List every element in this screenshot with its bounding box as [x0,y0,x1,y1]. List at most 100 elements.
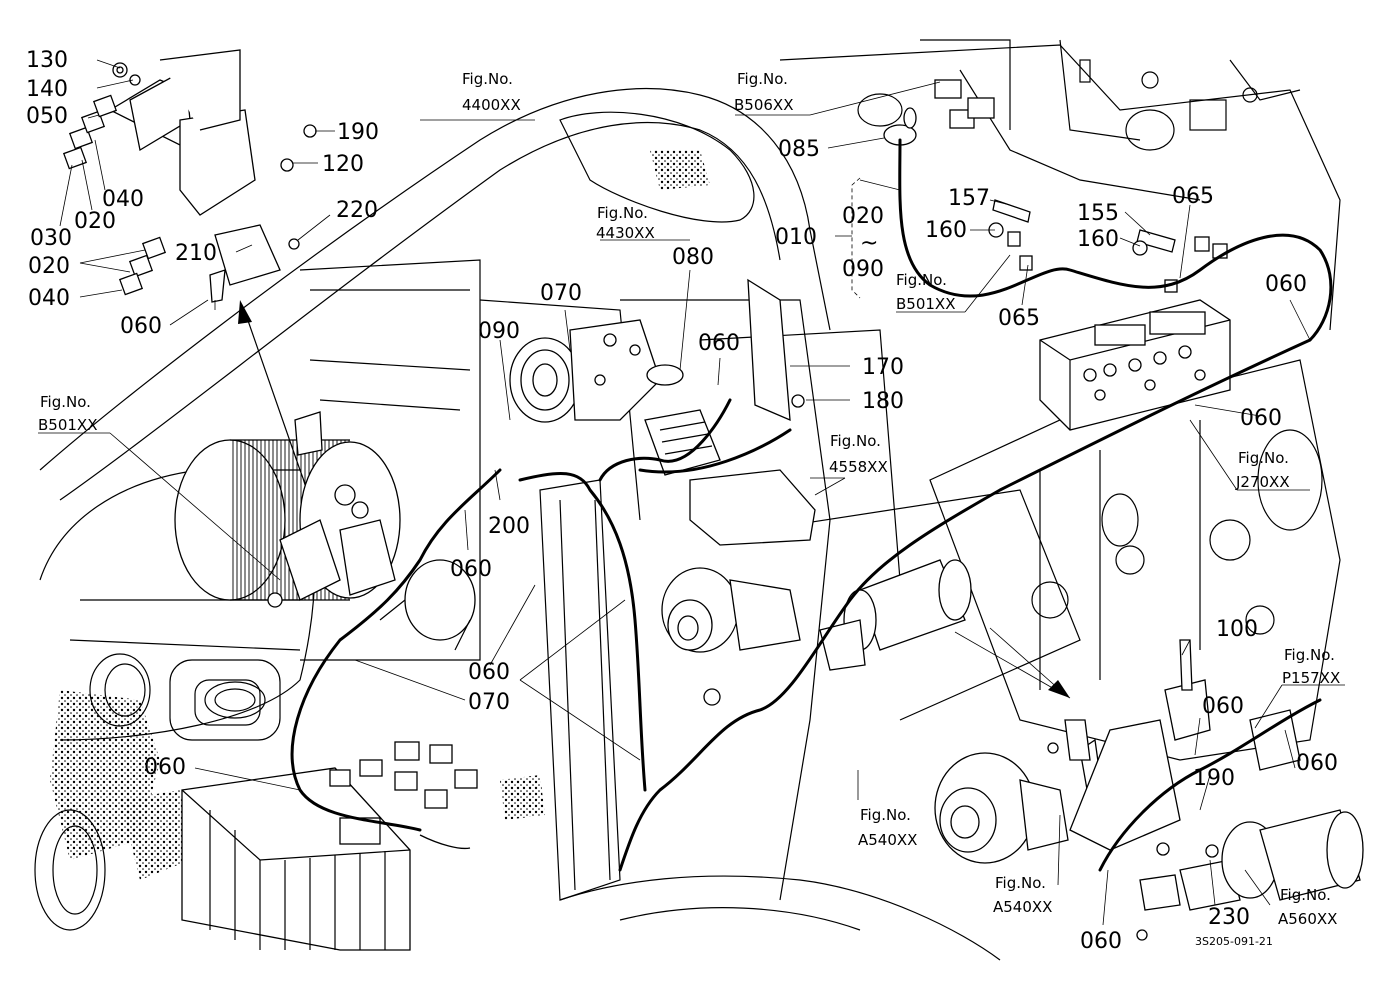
callout-060: 060 [1296,751,1338,776]
ac-compressor [509,319,661,423]
svg-text:J270XX: J270XX [1235,473,1290,491]
callout-120: 120 [322,152,364,177]
lower-right-assembly [934,639,1364,941]
svg-text:Fig.No.: Fig.No. [597,204,648,222]
callout-100: 100 [1216,617,1258,642]
callout-155: 155 [1077,201,1119,226]
leader-lines [38,59,1345,926]
callout-140: 140 [26,77,68,102]
range-bracket [835,177,861,299]
callout-180: 180 [862,389,904,414]
callout-170: 170 [862,355,904,380]
callout-040: 040 [102,187,144,212]
callout-060: 060 [1240,406,1282,431]
svg-text:Fig.No.: Fig.No. [40,393,91,411]
svg-text:Fig.No.: Fig.No. [1280,886,1331,904]
svg-text:Fig.No.: Fig.No. [737,70,788,88]
callout-030: 030 [30,226,72,251]
svg-text:B501XX: B501XX [896,295,955,313]
callout-190: 190 [337,120,379,145]
callout-060: 060 [1265,272,1307,297]
callout-080: 080 [672,245,714,270]
figref-A540XX-middle: Fig.No. A540XX [858,806,917,849]
starter-motor-middle [819,559,972,671]
figref-J270XX: Fig.No. J270XX [1235,449,1290,491]
callout-085: 085 [778,137,820,162]
figref-B501XX-right: Fig.No. B501XX [896,271,955,313]
callout-190: 190 [1193,766,1235,791]
figref-B501XX-left: Fig.No. B501XX [38,393,97,434]
callout-200: 200 [488,514,530,539]
relay-bracket-assembly [108,49,317,310]
figure-references: Fig.No. 4400XX Fig.No. B506XX Fig.No. 44… [38,70,1340,928]
callout-060: 060 [1080,929,1122,954]
callout-160: 160 [925,218,967,243]
callout-070: 070 [468,690,510,715]
drawing-code: 3S205-091-21 [1195,935,1273,948]
svg-text:Fig.No.: Fig.No. [462,70,513,88]
figref-4558XX: Fig.No. 4558XX [829,432,888,476]
callout-060: 060 [468,660,510,685]
pressure-switch-085 [883,79,995,146]
callout-230: 230 [1208,905,1250,930]
relay-set-a [62,94,118,170]
svg-text:Fig.No.: Fig.No. [1284,646,1335,664]
callout-060: 060 [144,755,186,780]
callout-130: 130 [26,48,68,73]
callout-090: 090 [842,257,884,282]
callout-050: 050 [26,104,68,129]
alternator-middle [661,567,801,706]
range-tilde: ~ [860,231,878,256]
callout-070: 070 [540,281,582,306]
svg-text:4558XX: 4558XX [829,458,888,476]
callout-065: 065 [1172,184,1214,209]
wire-harness [290,138,1333,872]
callout-060: 060 [120,314,162,339]
callout-020: 020 [28,254,70,279]
callout-065: 065 [998,306,1040,331]
svg-text:4400XX: 4400XX [462,96,521,114]
figref-B506XX: Fig.No. B506XX [734,70,793,114]
callout-160: 160 [1077,227,1119,252]
callout-090: 090 [478,319,520,344]
bracket-170 [689,278,816,546]
callout-020: 020 [842,204,884,229]
callout-060: 060 [1202,694,1244,719]
svg-text:Fig.No.: Fig.No. [830,432,881,450]
svg-text:Fig.No.: Fig.No. [896,271,947,289]
figref-4430XX: Fig.No. 4430XX [596,204,655,242]
relay-set-b [118,236,167,296]
tractor-body-outline [34,39,1341,961]
callout-010: 010 [775,225,817,250]
valve-block [1039,299,1231,431]
callout-060: 060 [450,557,492,582]
callout-060: 060 [698,331,740,356]
svg-text:A540XX: A540XX [993,898,1052,916]
svg-text:4430XX: 4430XX [596,224,655,242]
brackets-155-157 [988,199,1228,293]
svg-text:B501XX: B501XX [38,416,97,434]
battery [181,767,411,951]
callout-210: 210 [175,241,217,266]
figref-P157XX: Fig.No. P157XX [1282,646,1340,687]
svg-text:A540XX: A540XX [858,831,917,849]
svg-text:Fig.No.: Fig.No. [860,806,911,824]
figref-A560XX: Fig.No. A560XX [1278,886,1337,928]
svg-text:Fig.No.: Fig.No. [995,874,1046,892]
callout-020: 020 [74,209,116,234]
callout-220: 220 [336,198,378,223]
control-module [644,364,721,476]
relay-block-center [267,411,396,608]
connector-cluster [329,741,478,850]
callout-157: 157 [948,186,990,211]
svg-text:P157XX: P157XX [1282,669,1340,687]
svg-text:Fig.No.: Fig.No. [1238,449,1289,467]
callout-labels: 130 140 050 040 020 030 190 120 220 210 … [26,48,1338,954]
callout-040: 040 [28,286,70,311]
svg-text:A560XX: A560XX [1278,910,1337,928]
svg-text:B506XX: B506XX [734,96,793,114]
figref-4400XX: Fig.No. 4400XX [462,70,521,114]
figref-A540XX-lower: Fig.No. A540XX [993,874,1052,916]
